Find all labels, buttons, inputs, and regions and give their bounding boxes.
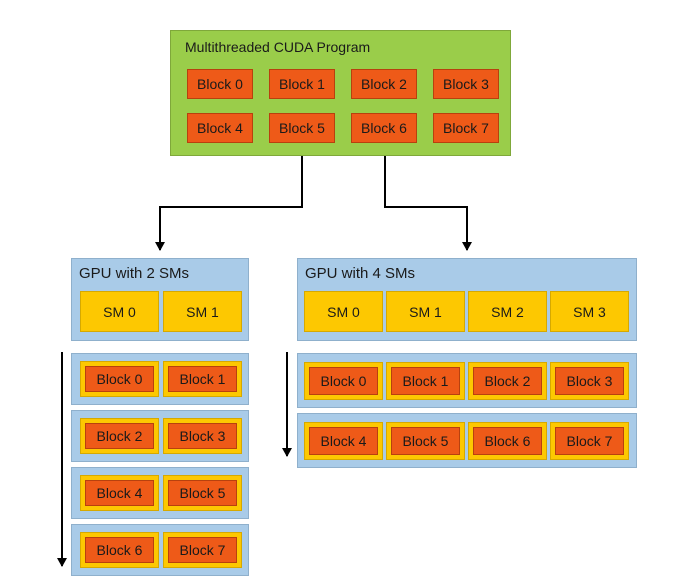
gpu-4sm-box: GPU with 4 SMs SM 0 SM 1 SM 2 SM 3 [297, 258, 637, 341]
program-block: Block 6 [351, 113, 417, 143]
sm-slot: Block 1 [163, 361, 242, 397]
sm-slot: Block 4 [304, 422, 383, 460]
program-block: Block 3 [433, 69, 499, 99]
scheduled-block: Block 4 [85, 480, 154, 506]
sm-slot: Block 5 [386, 422, 465, 460]
scheduled-block: Block 2 [473, 367, 542, 395]
program-block: Block 5 [269, 113, 335, 143]
gpu4-wave-row: Block 4 Block 5 Block 6 Block 7 [297, 413, 637, 468]
cuda-program-box: Multithreaded CUDA Program Block 0 Block… [170, 30, 511, 156]
sm-slot: Block 2 [468, 362, 547, 400]
program-block: Block 2 [351, 69, 417, 99]
sm-slot: Block 7 [550, 422, 629, 460]
sm-slot: Block 4 [80, 475, 159, 511]
program-block: Block 1 [269, 69, 335, 99]
program-title: Multithreaded CUDA Program [185, 39, 371, 55]
sm-slot: Block 6 [80, 532, 159, 568]
scheduled-block: Block 3 [555, 367, 624, 395]
scheduled-block: Block 2 [85, 423, 154, 449]
sm-slot: Block 7 [163, 532, 242, 568]
gpu-2sm-title: GPU with 2 SMs [79, 265, 190, 282]
arrow-to-gpu4 [384, 156, 472, 251]
gpu2-wave-row: Block 4 Block 5 [71, 467, 249, 519]
scheduled-block: Block 1 [391, 367, 460, 395]
gpu-4sm-title: GPU with 4 SMs [305, 265, 416, 282]
sm-unit: SM 3 [550, 291, 629, 332]
sm-unit: SM 0 [80, 291, 159, 332]
gpu2-wave-row: Block 0 Block 1 [71, 353, 249, 405]
scheduled-block: Block 7 [168, 537, 237, 563]
scheduled-block: Block 6 [85, 537, 154, 563]
sm-unit: SM 0 [304, 291, 383, 332]
scheduled-block: Block 5 [391, 427, 460, 455]
gpu4-wave-row: Block 0 Block 1 Block 2 Block 3 [297, 353, 637, 408]
scheduled-block: Block 1 [168, 366, 237, 392]
gpu-2sm-box: GPU with 2 SMs SM 0 SM 1 [71, 258, 249, 341]
sm-slot: Block 2 [80, 418, 159, 454]
sm-slot: Block 0 [304, 362, 383, 400]
sm-slot: Block 0 [80, 361, 159, 397]
sm-slot: Block 1 [386, 362, 465, 400]
scheduled-block: Block 5 [168, 480, 237, 506]
sm-unit: SM 1 [163, 291, 242, 332]
program-block: Block 7 [433, 113, 499, 143]
scheduled-block: Block 0 [85, 366, 154, 392]
sm-slot: Block 3 [550, 362, 629, 400]
sm-slot: Block 5 [163, 475, 242, 511]
scheduled-block: Block 3 [168, 423, 237, 449]
sm-slot: Block 6 [468, 422, 547, 460]
scheduled-block: Block 7 [555, 427, 624, 455]
gpu2-wave-row: Block 2 Block 3 [71, 410, 249, 462]
sm-unit: SM 2 [468, 291, 547, 332]
scheduled-block: Block 6 [473, 427, 542, 455]
sm-unit: SM 1 [386, 291, 465, 332]
scheduled-block: Block 0 [309, 367, 378, 395]
sm-slot: Block 3 [163, 418, 242, 454]
gpu2-wave-row: Block 6 Block 7 [71, 524, 249, 576]
arrow-to-gpu2 [155, 156, 303, 251]
scheduled-block: Block 4 [309, 427, 378, 455]
program-block: Block 0 [187, 69, 253, 99]
program-block: Block 4 [187, 113, 253, 143]
